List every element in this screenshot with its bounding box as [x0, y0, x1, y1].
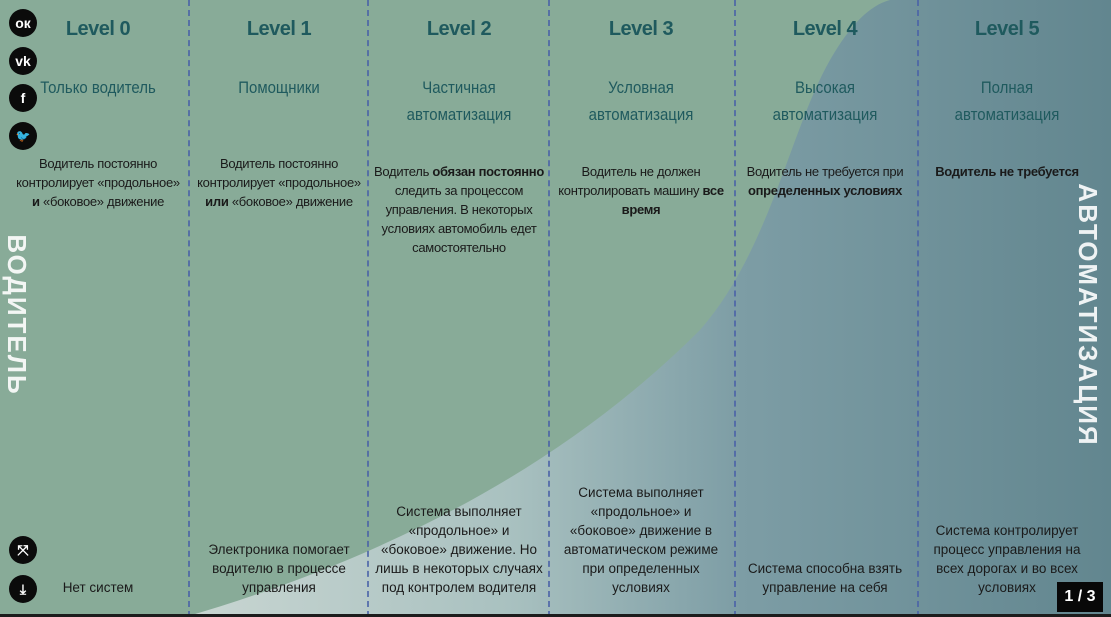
desc-text: Водитель постоянно контролирует «продоль…: [16, 156, 180, 190]
level-name: Полная автоматизация: [954, 78, 1060, 124]
level-column: Level 0 Только водитель Водитель постоян…: [7, 0, 189, 617]
desc-bold: все время: [621, 183, 724, 217]
level-name: Помощники: [238, 78, 320, 97]
level-system: Нет систем: [62, 580, 134, 595]
level-title: Level 4: [792, 18, 858, 40]
level-column: Level 4 Высокая автоматизация Водитель н…: [734, 0, 916, 617]
divider: [734, 0, 736, 617]
level-system: Система контролирует процесс управления …: [933, 523, 1081, 595]
desc-text: «боковое» движение: [39, 194, 164, 209]
level-system: Система выполняет «продольное» и «боково…: [563, 485, 719, 595]
desc-text: «боковое» движение: [228, 194, 353, 209]
divider: [548, 0, 550, 617]
page-indicator: 1 / 3: [1057, 582, 1103, 612]
level-system: Система способна взять управление на себ…: [747, 561, 903, 595]
divider: [917, 0, 919, 617]
desc-text: следить за процессом управления. В некот…: [381, 183, 537, 255]
bottom-bar: [0, 614, 1111, 617]
level-description: Водитель не требуется при определенных у…: [740, 162, 910, 200]
desc-bold: обязан постоянно: [432, 164, 544, 179]
level-name: Частичная автоматизация: [406, 78, 512, 124]
desc-text: Водитель постоянно контролирует «продоль…: [197, 156, 361, 190]
level-description: Водитель постоянно контролирует «продоль…: [13, 154, 183, 211]
desc-bold: и: [32, 194, 40, 209]
level-column: Level 3 Условная автоматизация Водитель …: [550, 0, 732, 617]
level-column: Level 2 Частичная автоматизация Водитель…: [368, 0, 550, 617]
level-system: Электроника помогает водителю в процессе…: [208, 542, 350, 595]
level-description: Водитель не требуется: [922, 162, 1092, 181]
level-description: Водитель обязан постоянно следить за про…: [374, 162, 544, 257]
divider: [188, 0, 190, 617]
level-column: Level 1 Помощники Водитель постоянно кон…: [188, 0, 370, 617]
level-name: Условная автоматизация: [588, 78, 694, 124]
level-column: Level 5 Полная автоматизация Водитель не…: [916, 0, 1098, 617]
desc-bold: или: [205, 194, 229, 209]
level-title: Level 2: [426, 18, 492, 40]
desc-text: Водитель: [374, 164, 433, 179]
odnoklassniki-icon[interactable]: ок: [9, 9, 37, 37]
divider: [367, 0, 369, 617]
level-title: Level 0: [65, 18, 131, 40]
level-title: Level 3: [608, 18, 674, 40]
facebook-icon[interactable]: f: [9, 84, 37, 112]
fullscreen-icon[interactable]: ⤧: [9, 536, 37, 564]
desc-text: Водитель не требуется при: [746, 164, 904, 179]
level-description: Водитель не должен контролировать машину…: [556, 162, 726, 219]
side-label-driver: ВОДИТЕЛЬ: [2, 234, 32, 396]
level-description: Водитель постоянно контролирует «продоль…: [194, 154, 364, 211]
level-title: Level 1: [246, 18, 312, 40]
desc-bold: Водитель не требуется: [935, 164, 1079, 179]
level-title: Level 5: [974, 18, 1040, 40]
level-system: Система выполняет «продольное» и «боково…: [375, 504, 543, 595]
automation-area: [185, 0, 1111, 617]
side-label-automation: АВТОМАТИЗАЦИЯ: [1073, 183, 1103, 447]
desc-text: Водитель не должен контролировать машину: [558, 164, 703, 198]
twitter-icon[interactable]: 🐦: [9, 122, 37, 150]
level-name: Только водитель: [40, 78, 156, 97]
level-name: Высокая автоматизация: [772, 78, 878, 124]
download-icon[interactable]: ⤓: [9, 575, 37, 603]
vk-icon[interactable]: vk: [9, 47, 37, 75]
desc-bold: определенных условиях: [747, 183, 903, 198]
